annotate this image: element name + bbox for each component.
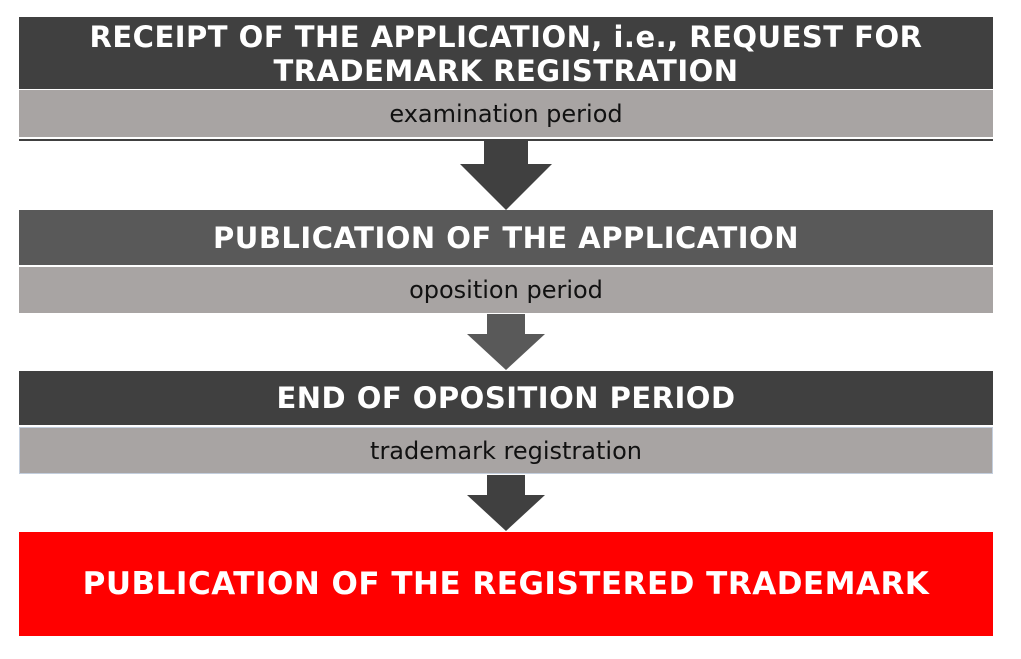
arrow-down-icon	[467, 314, 545, 370]
divider-line	[19, 139, 993, 141]
arrow-down-icon-shape	[467, 314, 545, 370]
arrow-down-icon	[460, 141, 552, 210]
step-trademark-registration-text: trademark registration	[370, 436, 642, 465]
step-receipt-title: RECEIPT OF THE APPLICATION, i.e., REQUES…	[19, 17, 993, 89]
step-publication-title: PUBLICATION OF THE APPLICATION	[19, 210, 993, 265]
arrow-down-icon-shape	[467, 475, 545, 531]
final-step-title-text: PUBLICATION OF THE REGISTERED TRADEMARK	[82, 566, 930, 602]
final-step-publication-registered: PUBLICATION OF THE REGISTERED TRADEMARK	[19, 532, 993, 636]
step-receipt-title-text: RECEIPT OF THE APPLICATION, i.e., REQUES…	[89, 20, 923, 88]
step-opposition-period-text: oposition period	[409, 276, 603, 304]
step-opposition-period: oposition period	[19, 267, 993, 313]
arrow-down-icon-shape	[460, 141, 552, 210]
step-examination-period-text: examination period	[389, 99, 623, 128]
step-examination-period: examination period	[19, 90, 993, 137]
step-end-opposition-title-text: END OF OPOSITION PERIOD	[276, 381, 736, 415]
step-trademark-registration: trademark registration	[19, 427, 993, 474]
step-end-opposition-title: END OF OPOSITION PERIOD	[19, 371, 993, 425]
arrow-down-icon	[467, 475, 545, 531]
step-publication-title-text: PUBLICATION OF THE APPLICATION	[213, 220, 799, 255]
